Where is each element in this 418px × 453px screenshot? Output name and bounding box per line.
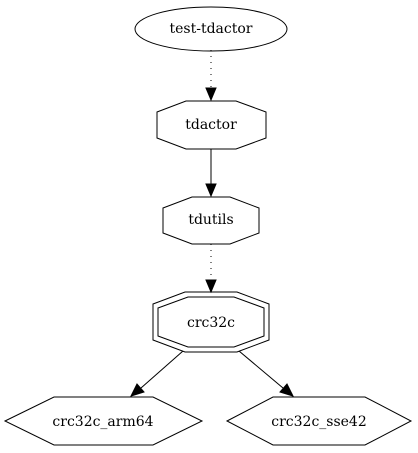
node-crc32c-label: crc32c — [187, 315, 235, 331]
node-crc32c_arm64-label: crc32c_arm64 — [52, 414, 153, 430]
edge-tdutils-to-crc32c — [205, 244, 217, 294]
node-crc32c_sse42-label: crc32c_sse42 — [271, 414, 367, 430]
node-crc32c_sse42[interactable]: crc32c_sse42 — [225, 396, 413, 446]
edge-crc32c-to-crc32c_sse42 — [238, 350, 294, 397]
node-tdactor[interactable]: tdactor — [156, 100, 267, 150]
edge-test-tdactor-to-tdactor — [205, 50, 217, 102]
node-crc32c[interactable]: crc32c — [152, 291, 270, 353]
node-tdactor-label: tdactor — [185, 117, 237, 133]
edge-crc32c-to-crc32c_arm64 — [130, 350, 184, 397]
node-crc32c_arm64[interactable]: crc32c_arm64 — [3, 396, 204, 446]
node-test-tdactor[interactable]: test-tdactor — [134, 6, 288, 52]
node-test-tdactor-label: test-tdactor — [170, 21, 253, 37]
node-tdutils[interactable]: tdutils — [162, 196, 260, 245]
edge-tdactor-to-tdutils — [205, 149, 217, 198]
node-tdutils-label: tdutils — [188, 212, 233, 228]
